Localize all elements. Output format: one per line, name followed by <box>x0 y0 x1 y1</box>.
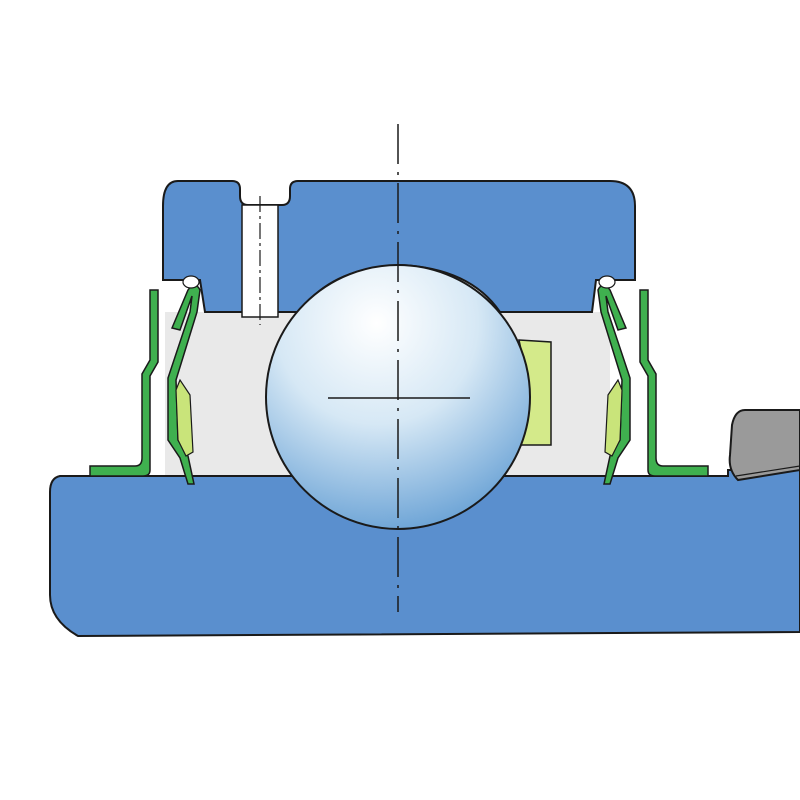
right-seal-lip <box>598 275 616 289</box>
locking-collar <box>728 409 800 482</box>
right-seal-outer <box>639 289 709 477</box>
left-seal-outer <box>89 289 159 477</box>
left-seal-lip <box>182 275 200 289</box>
right-seal-insert <box>604 378 623 457</box>
left-seal-insert <box>175 378 194 457</box>
inner-ring <box>49 469 800 638</box>
collar-chamfer-line <box>735 465 800 477</box>
